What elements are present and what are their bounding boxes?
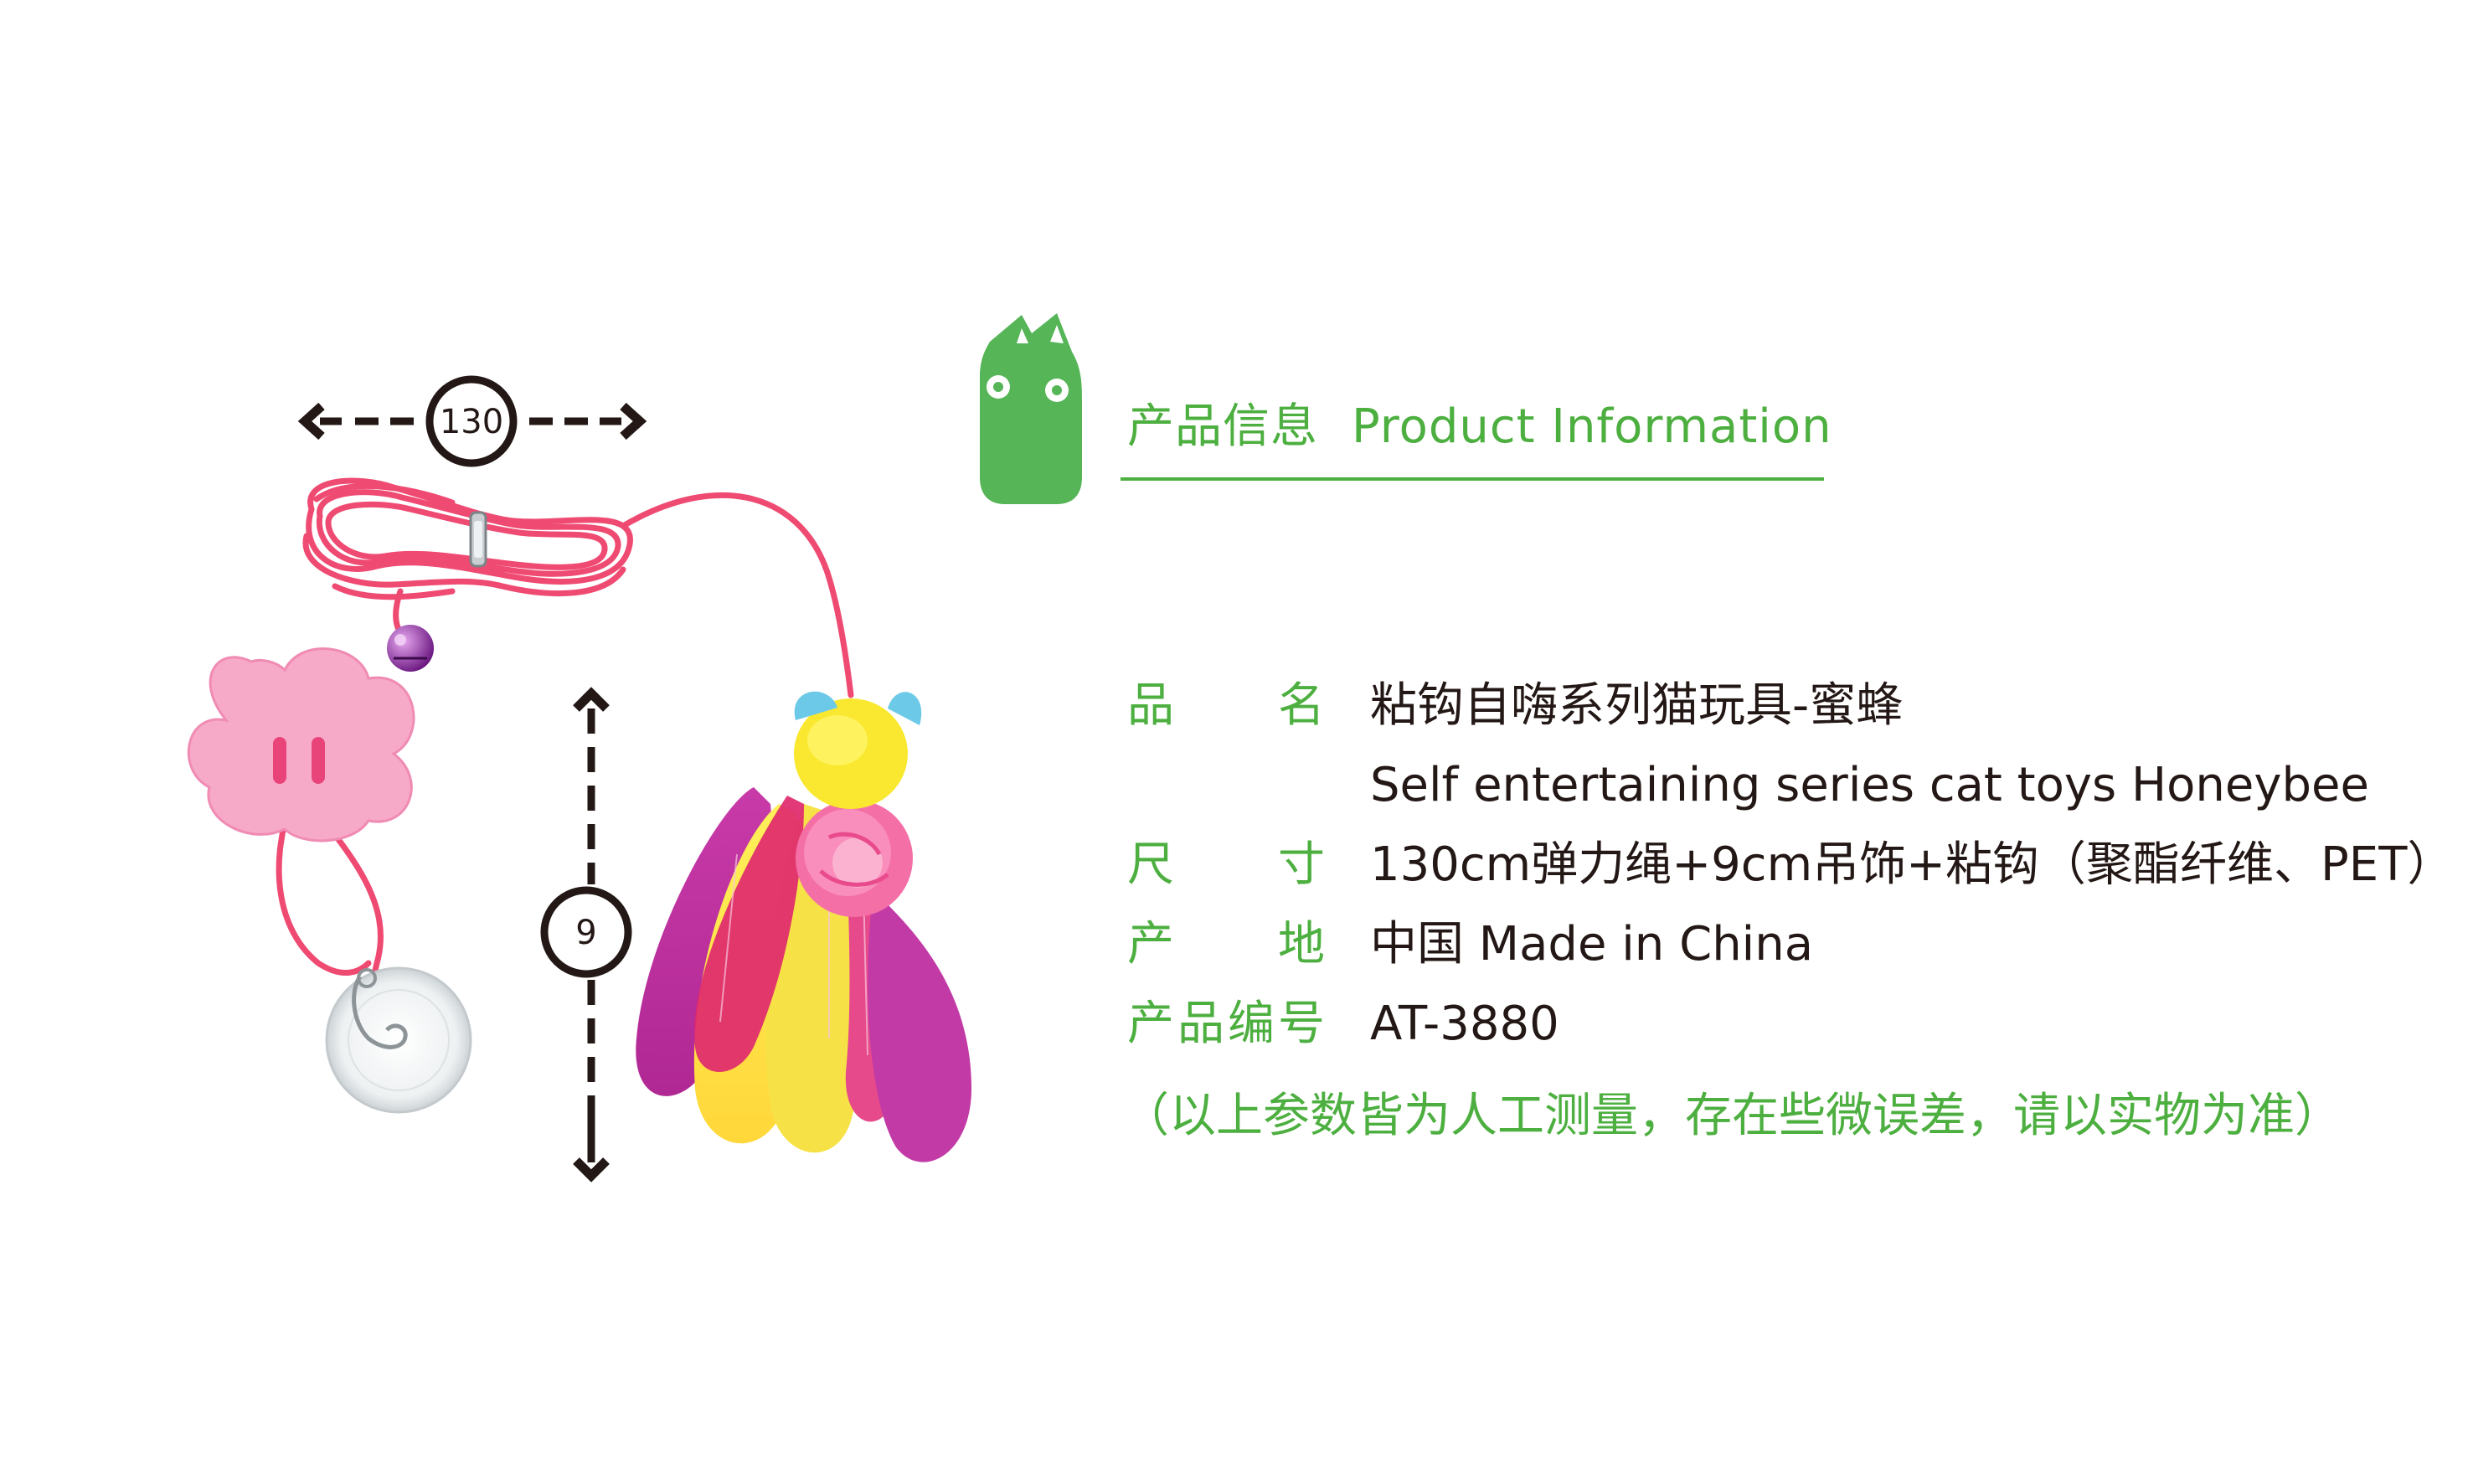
width-dimension-label: 130 (440, 403, 503, 441)
spec-value-code: AT-3880 (1370, 997, 1559, 1051)
rope-clip (469, 511, 487, 568)
spec-label-size: 尺寸 (1127, 837, 1325, 892)
green-monster-logo-icon (980, 313, 1082, 504)
spec-label-name: 品名 (1127, 678, 1325, 733)
spec-label-code: 产品编号 (1127, 997, 1325, 1051)
height-dimension-arrow: 9 (540, 687, 632, 1183)
spec-value-size: 130cm弹力绳+9cm吊饰+粘钩（聚酯纤维、PET） (1370, 837, 2455, 892)
section-title-en: Product Information (1352, 399, 1832, 454)
section-title-cn: 产品信息 (1127, 399, 1318, 454)
title-underline (1121, 477, 1824, 481)
width-dimension-arrow: 130 (297, 375, 647, 467)
spec-value-origin: 中国 Made in China (1370, 917, 1814, 971)
felt-pad (187, 647, 415, 842)
product-figure: 130 9 (187, 375, 971, 1183)
bell-icon (387, 625, 434, 672)
spec-value-name-en: Self entertaining series cat toys Honeyb… (1370, 758, 2369, 812)
measurement-note: （以上参数皆为人工测量，存在些微误差，请以实物为准） (1122, 1089, 2342, 1143)
spec-value-name-cn: 粘钩自嗨系列猫玩具-蜜蜂 (1370, 678, 1904, 733)
honeybee-toy (636, 691, 971, 1162)
height-dimension-label: 9 (575, 914, 596, 952)
pompom (796, 800, 913, 917)
suction-cup (325, 966, 472, 1114)
spec-label-origin: 产地 (1127, 917, 1325, 971)
